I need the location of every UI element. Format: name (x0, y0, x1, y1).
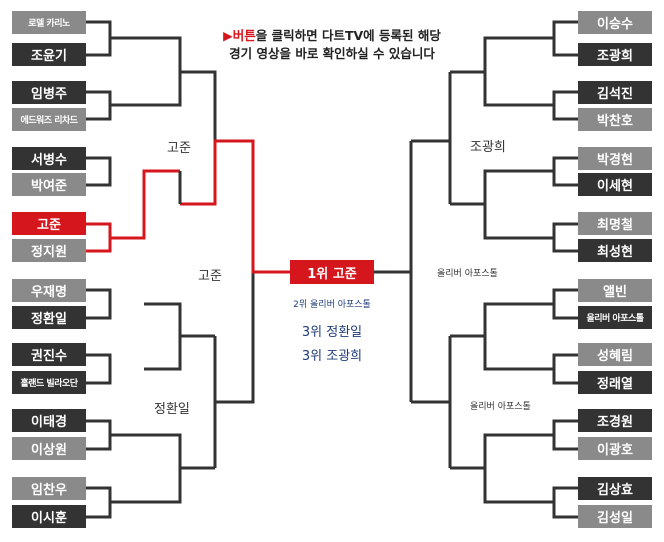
player-button[interactable]: 로델 카리노 (12, 11, 86, 34)
round-label-right-semi-top: 조광희 (470, 140, 506, 155)
winner-path-line (110, 169, 180, 240)
triangle-play-icon: ▶ (223, 28, 233, 43)
round-label-right-semi-bottom: 올리버 아포스톨 (470, 402, 531, 412)
second-place-text: 2위 올리버 아포스톨 (293, 300, 371, 310)
bracket-line (552, 156, 578, 187)
player-button[interactable]: 최명철 (578, 212, 652, 235)
player-button[interactable]: 이광호 (578, 437, 652, 460)
player-button[interactable]: 앨빈 (578, 279, 652, 302)
player-button[interactable]: 서병수 (12, 147, 86, 170)
bracket-line (215, 272, 255, 404)
champion-button[interactable]: 1위 고준 (290, 260, 374, 284)
bracket-line (552, 486, 578, 519)
bracket-line (552, 222, 578, 253)
player-button[interactable]: 우재명 (12, 279, 86, 302)
bracket-line (86, 90, 112, 121)
bracket-line (483, 36, 520, 107)
player-button[interactable]: 임찬우 (12, 477, 86, 500)
player-button[interactable]: 홀랜드 빌라오단 (12, 371, 86, 394)
player-button[interactable]: 권진수 (12, 343, 86, 366)
player-button[interactable]: 정환일 (12, 306, 86, 329)
bracket-line (144, 36, 182, 107)
player-button[interactable]: 조광희 (578, 43, 652, 66)
player-button[interactable]: 이상원 (12, 437, 86, 460)
winner-path-line (180, 139, 290, 274)
notice-line1: 을 클릭하면 다트TV에 등록된 해당 (255, 28, 441, 43)
bracket-line (144, 433, 182, 504)
player-button[interactable]: 정래열 (578, 371, 652, 394)
round-label-right-final: 올리버 아포스톨 (437, 269, 498, 279)
player-button[interactable]: 박여준 (12, 173, 86, 196)
bracket-line (86, 419, 112, 451)
player-button[interactable]: 조윤기 (12, 43, 86, 66)
player-button[interactable]: 이태경 (12, 409, 86, 432)
bracket-line (180, 70, 217, 141)
bracket-line (86, 156, 112, 187)
bracket-line (552, 419, 578, 451)
player-button[interactable]: 올리버 아포스톨 (578, 306, 652, 329)
player-button[interactable]: 이세현 (578, 173, 652, 196)
player-button[interactable]: 김성일 (578, 505, 652, 528)
bracket-line (552, 20, 578, 57)
round-label-left-final: 고준 (198, 269, 222, 284)
player-button[interactable]: 고준 (12, 212, 86, 235)
round-label-left-semi-top: 고준 (167, 141, 191, 156)
round-label-left-semi-bottom: 정환일 (154, 402, 190, 417)
bracket-line (552, 90, 578, 121)
third-place-text-b: 3위 조광희 (301, 349, 363, 364)
player-button[interactable]: 성혜림 (578, 343, 652, 366)
player-button[interactable]: 조경원 (578, 409, 652, 432)
bracket-line (86, 486, 112, 519)
player-button[interactable]: 박찬호 (578, 108, 652, 131)
player-button[interactable]: 이시훈 (12, 505, 86, 528)
player-button[interactable]: 정지원 (12, 239, 86, 262)
third-place-text-a: 3위 정환일 (301, 325, 363, 340)
bracket-line (483, 169, 520, 240)
bracket-line (144, 302, 182, 371)
player-button[interactable]: 임병주 (12, 81, 86, 104)
bracket-line (86, 353, 112, 385)
player-button[interactable]: 박경현 (578, 147, 652, 170)
player-button[interactable]: 최성현 (578, 239, 652, 262)
bracket-line (552, 288, 578, 320)
player-button[interactable]: 김석진 (578, 81, 652, 104)
player-button[interactable]: 김상효 (578, 477, 652, 500)
bracket-line (86, 288, 112, 320)
notice-line2: 경기 영상을 바로 확인하실 수 있습니다 (229, 46, 435, 61)
bracket-line (483, 433, 520, 504)
player-button[interactable]: 에드워즈 리차드 (12, 108, 86, 131)
winner-path-line (86, 222, 112, 253)
bracket-line (552, 353, 578, 385)
bracket-line (86, 20, 112, 57)
bracket-line (483, 302, 520, 371)
notice-text: ▶버튼을 클릭하면 다트TV에 등록된 해당 경기 영상을 바로 확인하실 수 … (186, 27, 478, 63)
notice-highlight: 버튼 (232, 28, 256, 43)
player-button[interactable]: 이승수 (578, 11, 652, 34)
